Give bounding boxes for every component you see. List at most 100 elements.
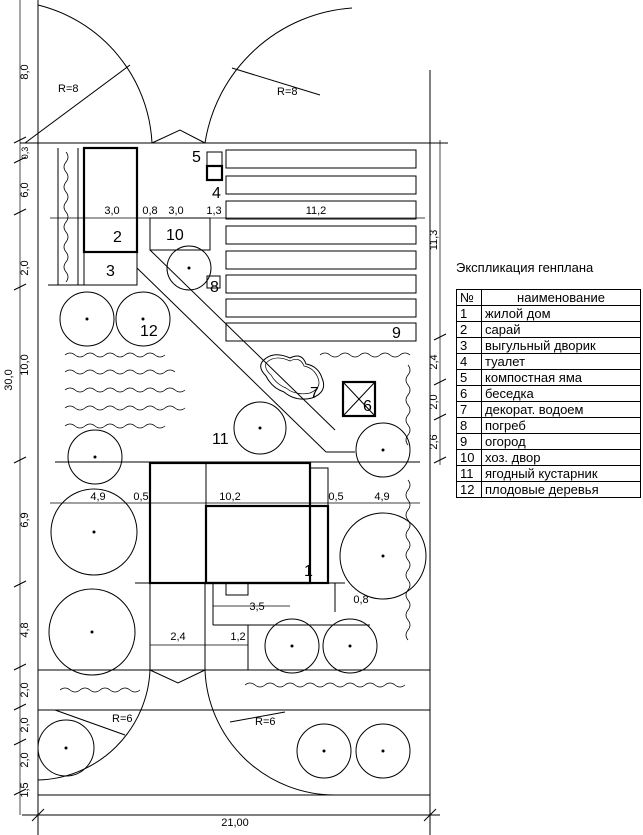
- barn-area: 2 3 10: [48, 146, 211, 286]
- dim-left-4: 2,0: [19, 260, 31, 275]
- label-pond: 7: [310, 385, 319, 402]
- legend-row-num: 11: [456, 465, 482, 482]
- label-cellar: 8: [210, 279, 219, 296]
- label-toilet: 4: [212, 185, 221, 202]
- diagonal-path: [136, 249, 355, 453]
- legend-row-num: 6: [456, 385, 482, 402]
- dim-top-3: 3,0: [168, 205, 183, 217]
- dim-left-2: 0,3: [20, 147, 30, 160]
- label-yard: 3: [106, 263, 115, 280]
- dim-house-2: 0,5: [133, 491, 148, 503]
- dim-left-8: 2,0: [19, 682, 31, 697]
- label-garden: 9: [392, 325, 401, 342]
- total-width-dimension: 21,00: [31, 808, 437, 829]
- dim-left-1: 8,0: [19, 64, 31, 79]
- legend-header-num: №: [456, 289, 482, 306]
- legend-row-num: 2: [456, 321, 482, 338]
- legend-row-name: огород: [481, 433, 641, 450]
- dim-right-4: 2,6: [428, 434, 440, 449]
- legend-row-num: 1: [456, 305, 482, 322]
- gazebo: 6: [341, 380, 377, 418]
- legend-row-name: выгульный дворик: [481, 337, 641, 354]
- legend-header-name: наименование: [481, 289, 641, 306]
- dim-top-2: 0,8: [142, 205, 157, 217]
- berry-rows: [59, 352, 411, 693]
- label-compost: 5: [192, 149, 201, 166]
- trees: 12 11: [37, 245, 427, 779]
- bottom-small-dimensions: 3,5 0,8 2,4 1,2: [150, 594, 369, 646]
- cellar: 8: [206, 275, 221, 296]
- legend-row-name: жилой дом: [481, 305, 641, 322]
- dim-bottom-2: 0,8: [353, 594, 368, 606]
- label-berry-bushes: 11: [212, 431, 229, 448]
- garden-beds: 9: [225, 149, 417, 342]
- legend-row-num: 9: [456, 433, 482, 450]
- entrance-arcs-top: R=8 R=8: [24, 4, 353, 144]
- right-dimensions: 11,3 2,4 2,0 2,6: [428, 140, 447, 465]
- dim-left-9: 2,0: [19, 717, 31, 732]
- label-house: 1: [304, 563, 313, 580]
- radius-label-top-left: R=8: [58, 83, 79, 95]
- legend-row-num: 5: [456, 369, 482, 386]
- legend-row-num: 10: [456, 449, 482, 466]
- dim-top-4: 1,3: [206, 205, 221, 217]
- dim-top-5: 11,2: [306, 205, 327, 217]
- legend-row-num: 4: [456, 353, 482, 370]
- legend-row-name: ягодный кустарник: [481, 465, 641, 482]
- legend-row-name: погреб: [481, 417, 641, 434]
- legend-row-name: сарай: [481, 321, 641, 338]
- dim-house-3: 10,2: [219, 491, 240, 503]
- plot-boundary: [20, 0, 448, 835]
- dim-house-1: 4,9: [90, 491, 105, 503]
- legend-row-name: хоз. двор: [481, 449, 641, 466]
- dim-left-7: 4,8: [19, 622, 31, 637]
- legend-row-num: 12: [456, 481, 482, 498]
- left-dimensions: 8,0 0,3 6,0 2,0 10,0 6,9 4,8 2,0 2,0 2,0…: [3, 0, 31, 815]
- house-row-dimensions: 4,9 0,5 10,2 0,5 4,9: [50, 491, 420, 504]
- legend-row-name: декорат. водоем: [481, 401, 641, 418]
- house: 1: [55, 461, 420, 670]
- legend-row-num: 8: [456, 417, 482, 434]
- legend-row-num: 3: [456, 337, 482, 354]
- dim-right-3: 2,0: [428, 394, 440, 409]
- legend-row-name: плодовые деревья: [481, 481, 641, 498]
- legend-row-name: компостная яма: [481, 369, 641, 386]
- dim-left-5: 10,0: [19, 354, 31, 375]
- label-utility-yard: 10: [166, 227, 184, 244]
- dim-bottom-4: 1,2: [230, 631, 245, 643]
- dim-right-1: 11,3: [428, 230, 440, 251]
- dim-left-11: 1,5: [19, 782, 31, 797]
- dim-house-5: 4,9: [374, 491, 389, 503]
- dim-house-4: 0,5: [328, 491, 343, 503]
- dim-total-width: 21,00: [221, 817, 249, 829]
- decorative-pond: 7: [260, 354, 325, 402]
- dim-left-10: 2,0: [19, 752, 31, 767]
- hedge-left: [57, 148, 79, 285]
- legend-row-name: туалет: [481, 353, 641, 370]
- label-barn: 2: [113, 229, 122, 246]
- legend-title: Экспликация генплана: [456, 260, 594, 275]
- legend-row-name: беседка: [481, 385, 641, 402]
- top-row-dimensions: 3,0 0,8 3,0 1,3 11,2: [50, 205, 425, 219]
- radius-label-bottom-left: R=6: [112, 713, 133, 725]
- radius-label-bottom-right: R=6: [255, 716, 276, 728]
- label-gazebo: 6: [363, 398, 372, 415]
- entrance-arcs-bottom: R=6 R=6: [37, 669, 336, 796]
- dim-left-6: 6,9: [19, 512, 31, 527]
- compost-toilet: 5 4: [192, 149, 224, 202]
